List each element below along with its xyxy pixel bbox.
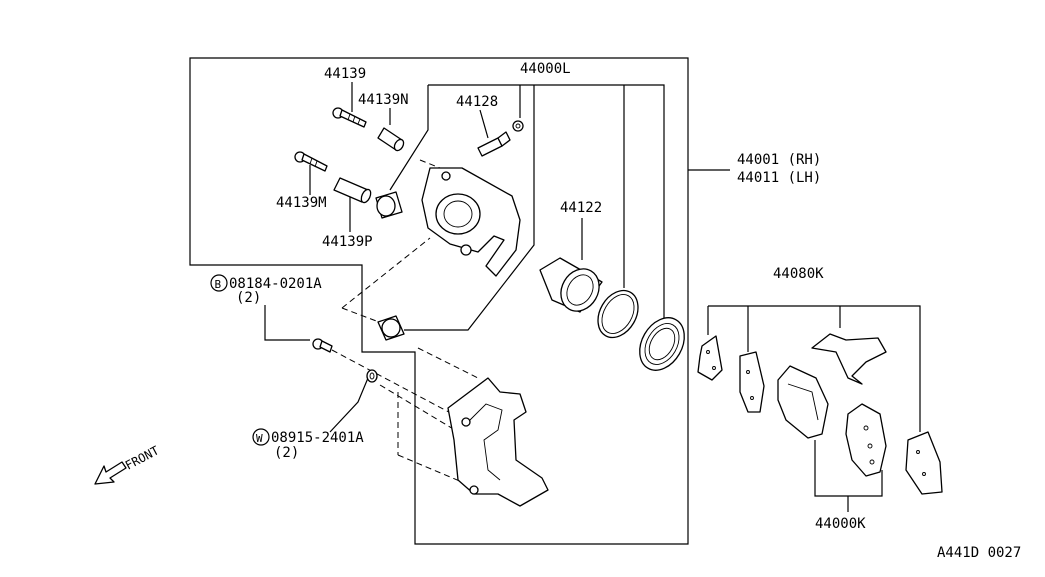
leader-44000L xyxy=(389,84,665,331)
label-washer-code: 08915-2401A xyxy=(271,430,364,446)
label-bolt-code: 08184-0201A xyxy=(229,276,322,292)
label-front: FRONT xyxy=(123,443,161,472)
sleeve-44139P xyxy=(333,177,372,204)
mounting-bolt xyxy=(312,338,333,353)
pad-shim-3 xyxy=(905,431,943,495)
pad-shim-1 xyxy=(697,335,723,381)
piston-44122 xyxy=(539,257,603,313)
brake-pad-1 xyxy=(777,365,829,439)
pad-shim-2 xyxy=(739,351,765,413)
label-bolt-qty: (2) xyxy=(236,290,261,306)
leader-44128 xyxy=(479,109,489,139)
bolt-marker-circle xyxy=(210,274,228,292)
washer-marker: W xyxy=(256,432,263,445)
leader-bolt xyxy=(264,305,310,341)
leader-44080K xyxy=(707,305,921,432)
label-44139: 44139 xyxy=(324,66,366,82)
front-arrow-icon xyxy=(94,461,127,485)
brake-pad-2 xyxy=(845,403,887,477)
label-44122: 44122 xyxy=(560,200,602,216)
assembly-dash-5 xyxy=(379,384,456,431)
label-44139P: 44139P xyxy=(322,234,373,250)
label-44080K: 44080K xyxy=(773,266,824,282)
leader-44000K xyxy=(814,440,883,512)
assembly-dash-8 xyxy=(419,159,441,169)
bleeder-44128 xyxy=(477,120,524,157)
assembly-outline xyxy=(189,57,689,545)
assembly-dash-4 xyxy=(331,349,461,419)
diagram-id: A441D 0027 xyxy=(937,545,1021,561)
washer xyxy=(366,369,378,383)
torque-member xyxy=(447,377,549,507)
label-44000K: 44000K xyxy=(815,516,866,532)
pin-boot xyxy=(375,191,403,219)
dust-boot xyxy=(639,317,685,371)
caliper-body xyxy=(421,167,521,277)
label-44000L: 44000L xyxy=(520,61,571,77)
label-44128: 44128 xyxy=(456,94,498,110)
label-44011: 44011 (LH) xyxy=(737,170,821,186)
label-44139N: 44139N xyxy=(358,92,409,108)
label-washer-qty: (2) xyxy=(274,445,299,461)
washer-marker-circle xyxy=(252,428,270,446)
piston-seal xyxy=(597,289,639,339)
lower-bushing xyxy=(377,315,405,341)
bolt-marker: B xyxy=(215,278,222,291)
pad-clip xyxy=(811,333,887,385)
assembly-dash-1 xyxy=(341,237,431,309)
leader-washer xyxy=(329,377,369,433)
sleeve-44139N xyxy=(377,127,405,152)
assembly-dash-3 xyxy=(417,347,479,379)
guide-bolt-44139M xyxy=(294,151,328,172)
label-44001: 44001 (RH) xyxy=(737,152,821,168)
label-44139M: 44139M xyxy=(276,195,327,211)
assembly-dash-7 xyxy=(397,454,463,483)
guide-bolt-44139 xyxy=(332,107,367,128)
